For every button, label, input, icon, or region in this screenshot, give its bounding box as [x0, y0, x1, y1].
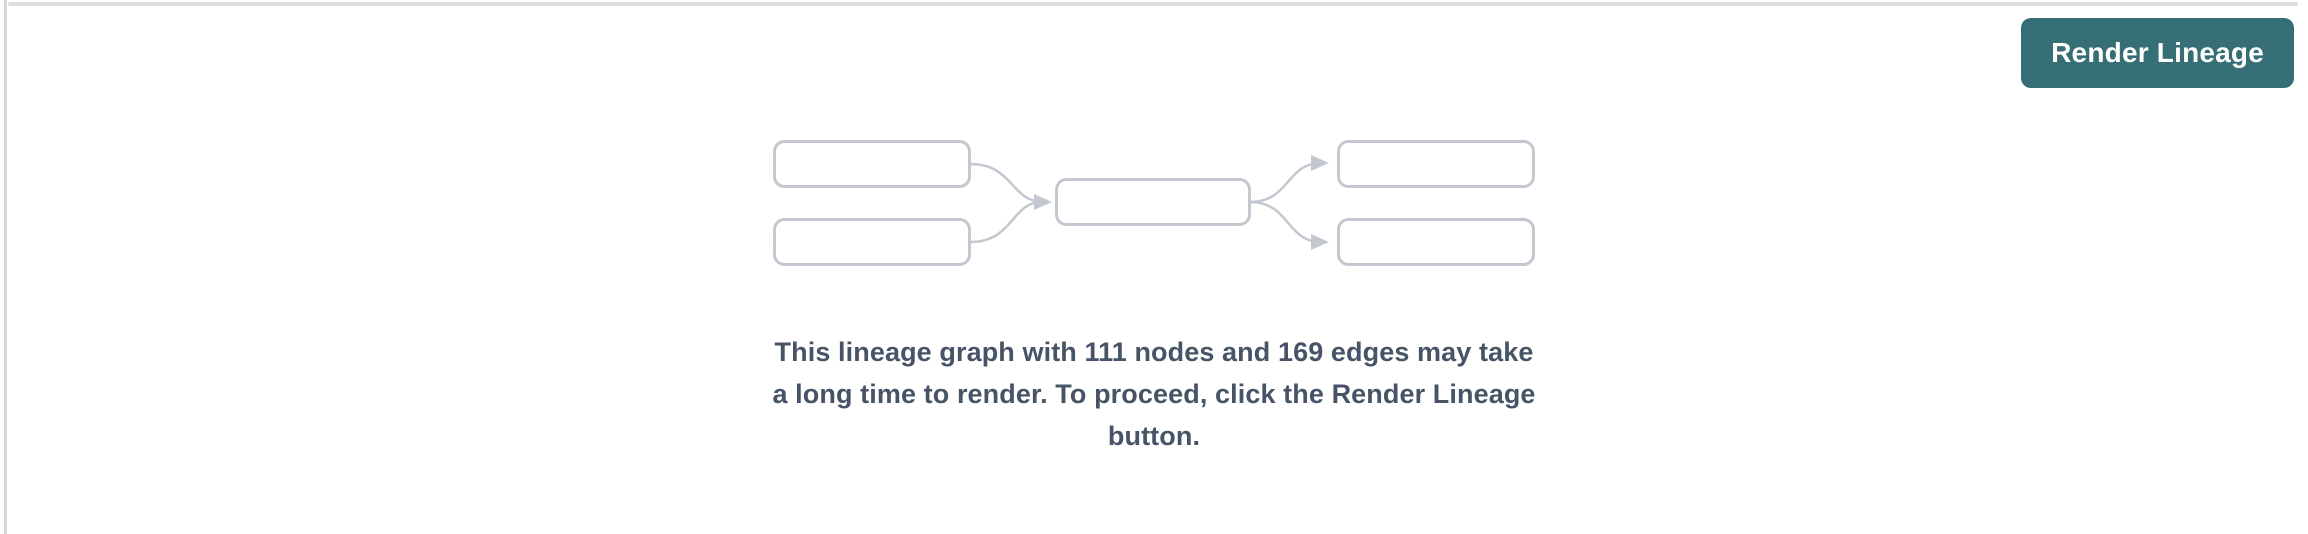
render-warning-message: This lineage graph with 111 nodes and 16… — [772, 331, 1535, 457]
graph-edge-left-top — [969, 162, 1052, 210]
graph-node-right-bottom — [1337, 218, 1535, 266]
graph-edge-right-top — [1249, 155, 1329, 204]
graph-node-center — [1055, 178, 1251, 226]
lineage-graph-placeholder-icon — [773, 140, 1535, 266]
render-lineage-button[interactable]: Render Lineage — [2021, 18, 2294, 88]
message-line: a long time to render. To proceed, click… — [772, 379, 1536, 409]
panel-left-divider — [4, 0, 7, 534]
graph-edge-right-bottom — [1249, 200, 1329, 250]
message-line: button. — [1107, 421, 1201, 451]
lineage-placeholder: This lineage graph with 111 nodes and 16… — [772, 140, 1535, 457]
graph-node-left-bottom — [773, 218, 971, 266]
message-line: This lineage graph with 111 nodes and 16… — [774, 337, 1534, 367]
graph-node-right-top — [1337, 140, 1535, 188]
graph-edge-left-bottom — [969, 200, 1044, 244]
horizontal-scrollbar[interactable] — [8, 2, 2298, 6]
graph-node-left-top — [773, 140, 971, 188]
